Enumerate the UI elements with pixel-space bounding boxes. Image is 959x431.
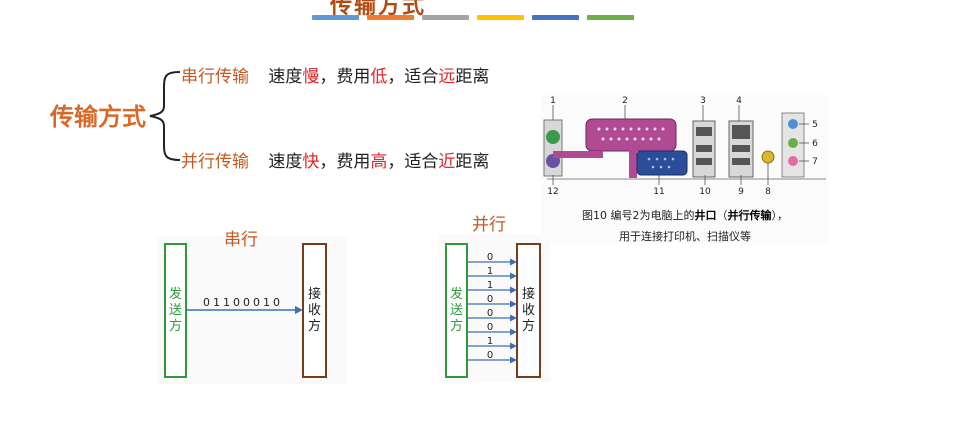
color-bar xyxy=(312,15,359,20)
text-segment: 距离 xyxy=(455,67,489,87)
caption-bold: 并行传输 xyxy=(728,209,772,222)
text-segment: ，适合 xyxy=(387,67,438,87)
parallel-bit: 0 xyxy=(487,350,493,361)
callout-number: 1 xyxy=(550,96,556,106)
parallel-arrowhead xyxy=(510,273,517,280)
parallel-arrowhead xyxy=(510,329,517,336)
parallel-bit: 0 xyxy=(487,252,493,263)
parallel-bit: 1 xyxy=(487,266,493,277)
parallel-arrowhead xyxy=(510,315,517,322)
photo-caption-line1: 图10 编号2为电脑上的井口（并行传输）， xyxy=(541,207,829,223)
text-segment: 速度 xyxy=(268,152,302,172)
serial-arrowhead xyxy=(295,306,303,314)
parallel-arrowhead xyxy=(510,357,517,364)
parallel-arrowhead xyxy=(510,259,517,266)
highlight-cost: 低 xyxy=(370,67,387,87)
title-color-bars xyxy=(312,15,634,20)
highlight-distance: 近 xyxy=(438,152,455,172)
text-segment: 速度 xyxy=(268,67,302,87)
serial-transmission-row: 串行传输 速度慢，费用低，适合远距离 xyxy=(181,62,489,87)
text-segment: ，费用 xyxy=(319,152,370,172)
highlight-speed: 快 xyxy=(302,152,319,172)
parallel-diagram: 发送方 接收方 0 1 1 0 0 0 1 0 xyxy=(438,234,550,382)
caption-text: ）， xyxy=(772,209,789,222)
highlight-distance: 远 xyxy=(438,67,455,87)
color-bar xyxy=(422,15,469,20)
callout-number: 9 xyxy=(738,187,744,197)
parallel-bit: 0 xyxy=(487,308,493,319)
photo-caption-line2: 用于连接打印机、扫描仪等 xyxy=(541,228,829,244)
receiver-label: 接收方 xyxy=(522,286,535,334)
parallel-label: 并行传输 xyxy=(181,152,249,172)
parallel-bit: 1 xyxy=(487,336,493,347)
receiver-label: 接收方 xyxy=(308,286,321,334)
curly-brace xyxy=(144,68,184,168)
highlight-speed: 慢 xyxy=(302,67,319,87)
callout-number: 12 xyxy=(547,187,558,197)
serial-label: 串行传输 xyxy=(181,67,249,87)
callout-number: 3 xyxy=(700,96,706,106)
text-segment: 距离 xyxy=(455,152,489,172)
color-bar xyxy=(587,15,634,20)
parallel-arrowhead xyxy=(510,301,517,308)
serial-diagram: 发送方 接收方 01100010 xyxy=(157,236,347,384)
highlight-cost: 高 xyxy=(370,152,387,172)
caption-bold: 井口 xyxy=(695,209,717,222)
sender-label: 发送方 xyxy=(169,286,182,334)
parallel-lines: 0 1 1 0 0 0 1 0 xyxy=(467,252,517,364)
text-segment: ，适合 xyxy=(387,152,438,172)
serial-bitstream: 01100010 xyxy=(203,296,283,309)
callout-number: 4 xyxy=(736,96,742,106)
text-segment: ，费用 xyxy=(319,67,370,87)
callout-number: 8 xyxy=(765,187,771,197)
main-title: 传输方式 xyxy=(50,97,146,132)
sender-label: 发送方 xyxy=(450,286,463,334)
parallel-transmission-row: 并行传输 速度快，费用高，适合近距离 xyxy=(181,147,489,172)
callout-number: 6 xyxy=(812,139,818,149)
parallel-bit: 0 xyxy=(487,322,493,333)
callout-number: 7 xyxy=(812,157,818,167)
callout-number: 11 xyxy=(653,187,664,197)
callout-number: 2 xyxy=(622,96,628,106)
callout-number: 10 xyxy=(699,187,711,197)
parallel-arrowhead xyxy=(510,287,517,294)
color-bar xyxy=(367,15,414,20)
caption-text: （ xyxy=(717,209,728,222)
callout-number: 5 xyxy=(812,120,818,130)
parallel-bit: 0 xyxy=(487,294,493,305)
color-bar xyxy=(532,15,579,20)
parallel-diagram-title: 并行 xyxy=(472,210,506,235)
parallel-bit: 1 xyxy=(487,280,493,291)
parallel-arrowhead xyxy=(510,343,517,350)
color-bar xyxy=(477,15,524,20)
caption-text: 图10 编号2为电脑上的 xyxy=(582,209,695,222)
